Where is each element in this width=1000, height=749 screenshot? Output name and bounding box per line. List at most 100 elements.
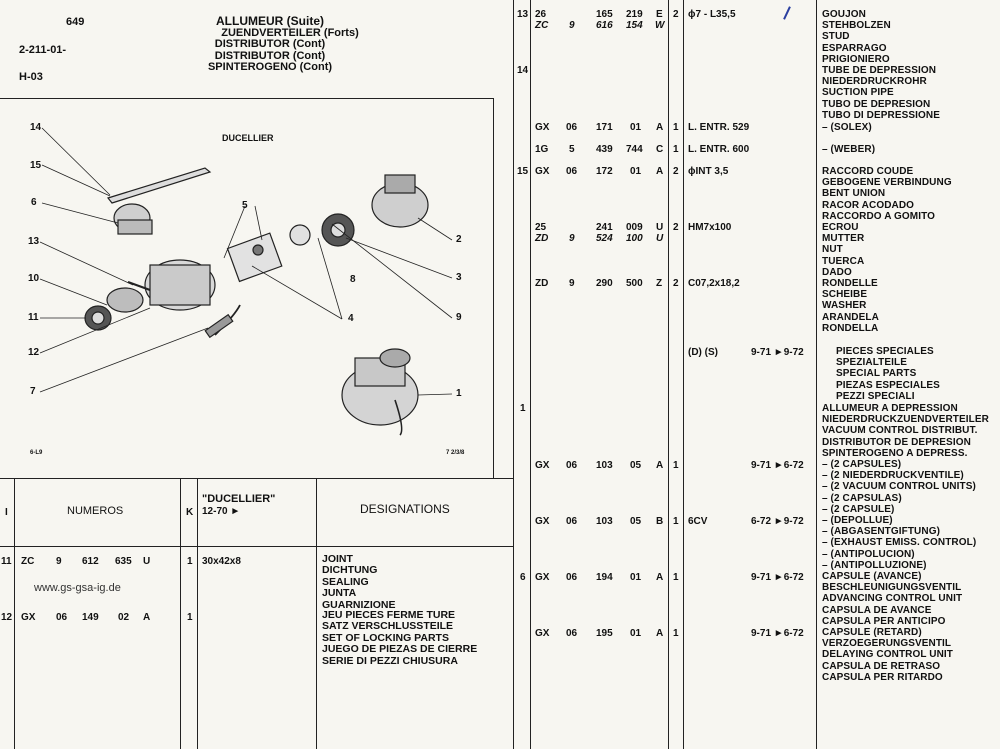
right-row-index: 15 (517, 166, 529, 177)
right-row-qty: 2 (673, 222, 679, 233)
right-row-c5: A (656, 628, 664, 639)
left-row-c: 02 (118, 612, 130, 623)
right-row-qty: 1 (673, 460, 679, 471)
left-row-a: 9 (56, 556, 62, 567)
right-row-index: 6 (520, 572, 526, 583)
page-title-block: ALLUMEUR (Suite) ZUENDVERTEILER (Forts) … (180, 15, 360, 74)
callout-10: 10 (28, 273, 40, 284)
right-row-c3: 524 (596, 233, 613, 244)
right-row-designation: RONDELLE SCHEIBE WASHER ARANDELA RONDELL… (822, 278, 879, 334)
callout-11: 11 (28, 312, 39, 323)
left-row-c: 635 (115, 556, 132, 567)
right-row-c3: 241 (596, 222, 613, 233)
left-row-spec: 30x42x8 (202, 556, 241, 567)
left-row-d: A (143, 612, 151, 623)
right-row-c1: ZC (535, 20, 549, 31)
col-header-model: "DUCELLIER" (202, 493, 276, 505)
right-row-c2: 06 (566, 516, 578, 527)
right-row-c5: Z (656, 278, 663, 289)
left-col-divider-1 (14, 478, 15, 749)
right-row-c5: A (656, 122, 664, 133)
right-row-c5: W (655, 20, 665, 31)
right-row-spec: 6CV (688, 516, 708, 527)
left-row-b: 149 (82, 612, 99, 623)
callout-12: 12 (28, 347, 40, 358)
sheet-code: H-03 (19, 71, 43, 83)
right-row-c4: 05 (630, 460, 642, 471)
callout-6: 6 (31, 197, 37, 208)
right-row-designation: – (2 CAPSULES) – (2 NIEDERDRUCKVENTILE) … (822, 459, 976, 515)
right-row-spec: L. ENTR. 529 (688, 122, 750, 133)
right-row-c1: GX (535, 572, 550, 583)
right-row-c4: 500 (626, 278, 643, 289)
right-row-designation: – (WEBER) (822, 144, 876, 155)
breaker-plate (226, 232, 283, 283)
right-row-c5: A (656, 572, 664, 583)
corner-mark-right: 7 2/3/8 (446, 450, 465, 456)
right-row-designation: TUBE DE DEPRESSION NIEDERDRUCKROHR SUCTI… (822, 65, 941, 121)
pen-mark (783, 6, 791, 20)
right-row-c3: 103 (596, 516, 613, 527)
col-header-k: K (186, 507, 194, 518)
right-row-c3: 439 (596, 144, 613, 155)
right-row-c1: GX (535, 460, 550, 471)
right-row-c5: C (656, 144, 664, 155)
right-row-designation: CAPSULE (RETARD) VERZOEGERUNGSVENTIL DEL… (822, 627, 953, 683)
illustration-brand-label: DUCELLIER (222, 133, 274, 143)
left-row-index: 12 (1, 612, 13, 623)
right-row-c5: E (656, 9, 663, 20)
ref-code: 2-211-01- (19, 44, 67, 56)
right-col-divider-d (683, 0, 684, 749)
watermark-url[interactable]: www.gs-gsa-ig.de (34, 582, 121, 594)
callout-8: 8 (350, 274, 356, 285)
left-row-a: 06 (56, 612, 68, 623)
right-row-c4: 154 (626, 20, 643, 31)
right-row-qty: 1 (673, 628, 679, 639)
right-row-c3: 194 (596, 572, 613, 583)
left-col-divider-3 (197, 478, 198, 749)
right-row-c4: 744 (626, 144, 643, 155)
right-row-c2: 5 (569, 144, 575, 155)
right-row-c1: GX (535, 122, 550, 133)
right-row-c5: U (656, 222, 664, 233)
right-row-designation: ALLUMEUR A DEPRESSION NIEDERDRUCKZUENDVE… (822, 403, 989, 459)
right-row-range: 9-71 ►6-72 (751, 628, 804, 639)
right-row-c1: 1G (535, 144, 549, 155)
right-row-c2: 9 (569, 20, 575, 31)
left-row-designation: JEU PIECES FERME TURE SATZ VERSCHLUSSTEI… (322, 609, 478, 667)
right-row-c5: A (656, 166, 664, 177)
right-row-qty: 1 (673, 516, 679, 527)
title-line: DISTRIBUTOR (Cont) (214, 49, 326, 62)
right-row-c5: A (656, 460, 664, 471)
left-row-qty: 1 (187, 612, 193, 623)
right-row-c4: 01 (630, 572, 642, 583)
left-row-qty: 1 (187, 556, 193, 567)
frame-bottom (0, 478, 513, 479)
right-row-qty: 1 (673, 572, 679, 583)
right-row-designation: CAPSULE (AVANCE) BESCHLEUNIGUNGSVENTIL A… (822, 571, 963, 627)
callout-1: 1 (456, 388, 462, 399)
right-row-c1: 26 (535, 9, 547, 20)
left-row-code: ZC (21, 556, 35, 567)
right-row-c2: 06 (566, 166, 578, 177)
right-row-index: 1 (520, 403, 526, 414)
right-row-c3: 103 (596, 460, 613, 471)
right-row-c4: 01 (630, 166, 642, 177)
callout-15: 15 (30, 160, 42, 171)
left-row-d: U (143, 556, 151, 567)
left-row-designation: JOINT DICHTUNG SEALING JUNTA GUARNIZIONE (322, 553, 396, 611)
right-row-index: 14 (517, 65, 529, 76)
callout-14: 14 (30, 122, 42, 133)
right-row-c3: 195 (596, 628, 613, 639)
right-row-c2: 06 (566, 460, 578, 471)
right-row-spec: C07,2x18,2 (688, 278, 740, 289)
callout-9: 9 (456, 312, 462, 323)
right-row-designation: – (DEPOLLUE) – (ABGASENTGIFTUNG) – (EXHA… (822, 515, 977, 571)
right-row-spec: (D) (S) (688, 347, 718, 358)
right-row-c3: 616 (596, 20, 613, 31)
right-row-range: 9-71 ►6-72 (751, 460, 804, 471)
right-row-c3: 165 (596, 9, 613, 20)
frame-right (493, 98, 494, 478)
right-row-c3: 171 (596, 122, 613, 133)
right-row-spec: L. ENTR. 600 (688, 144, 750, 155)
